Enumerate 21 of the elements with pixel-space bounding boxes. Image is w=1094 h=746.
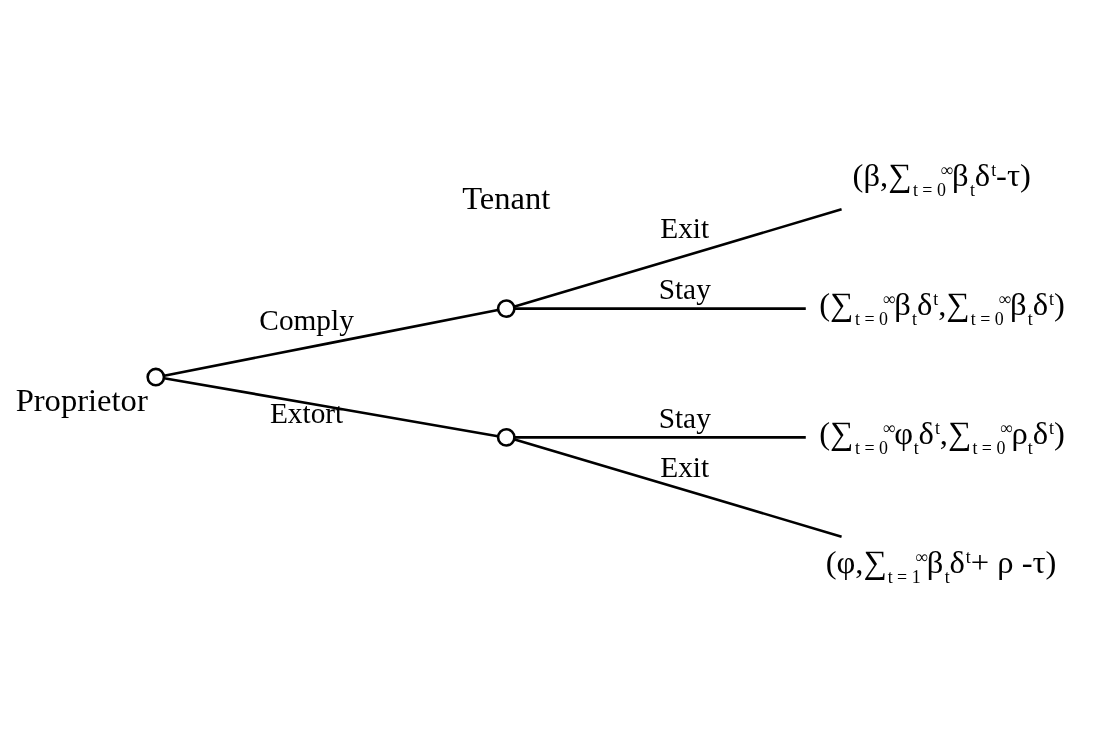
node-circle bbox=[146, 367, 166, 387]
connector bbox=[163, 308, 499, 378]
node-text: (β,∑$_{t = 0}$$^{∞}$β$_{t}$δ$^{t}$-τ) bbox=[852, 157, 1031, 201]
connector bbox=[514, 208, 842, 308]
edge-label: Exit bbox=[660, 451, 710, 484]
edge-label: Comply bbox=[259, 304, 354, 337]
edge-label: Extort bbox=[269, 397, 344, 430]
node-label: Proprietor bbox=[15, 382, 148, 419]
connector bbox=[514, 436, 806, 439]
edge-label: Exit bbox=[660, 211, 710, 244]
edge-label: Stay bbox=[658, 402, 711, 435]
node-text: (φ,∑$_{t = 1}$$^{∞}$β$_{t}$δ$^{t}$+ ρ -τ) bbox=[825, 543, 1057, 587]
connector bbox=[163, 376, 499, 438]
edge-label: Stay bbox=[658, 273, 711, 306]
node-circle bbox=[496, 427, 516, 447]
node-circle bbox=[496, 299, 516, 319]
connector bbox=[514, 438, 842, 538]
connector bbox=[514, 307, 806, 310]
node-text: (∑$_{t = 0}$$^{∞}$φ$_{t}$δ$^{t}$,∑$_{t = 0}$$^{∞}$ρ$_{t}$δ$^{t}$) bbox=[819, 414, 1065, 458]
label: Tenant bbox=[462, 180, 551, 217]
node-text: (∑$_{t = 0}$$^{∞}$β$_{t}$δ$^{t}$,∑$_{t = 0}$$^{∞}$β$_{t}$δ$^{t}$) bbox=[819, 286, 1065, 330]
